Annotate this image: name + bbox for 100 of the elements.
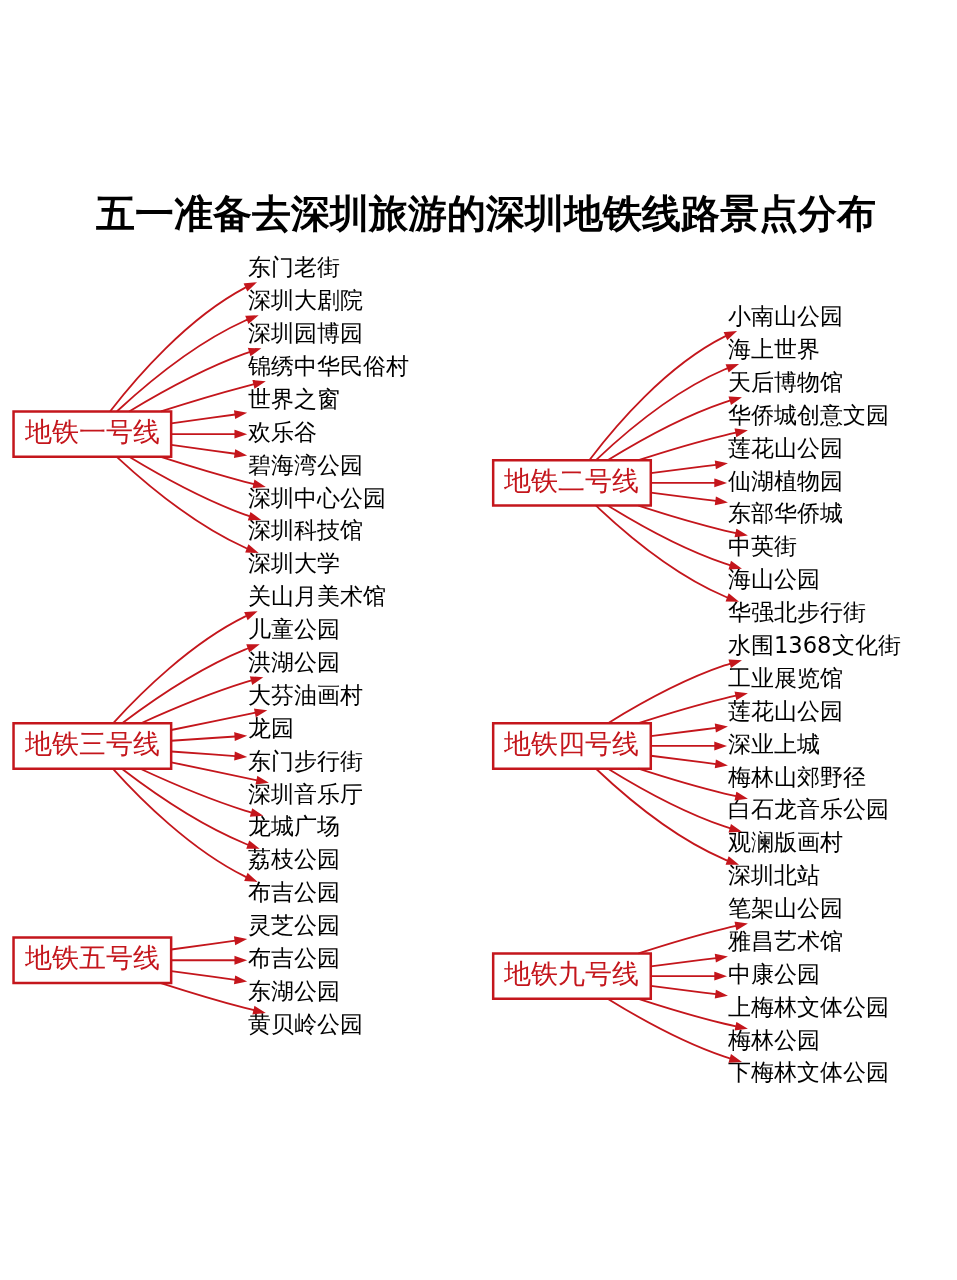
node-text: 水围1368文化街 xyxy=(727,631,901,658)
arrow xyxy=(159,981,266,1014)
arrow xyxy=(594,504,739,602)
node-text: 东部华侨城 xyxy=(727,499,843,526)
node-text: 下梅林文体公园 xyxy=(727,1058,889,1085)
arrow xyxy=(649,953,728,967)
node-text: 锦绣中华民俗村 xyxy=(247,352,409,379)
node-text: 华强北步行街 xyxy=(727,598,866,625)
node-box: 地铁四号线 xyxy=(491,721,652,770)
arrow xyxy=(169,707,267,731)
node-text: 布吉公园 xyxy=(247,878,340,905)
node-text: 欢乐谷 xyxy=(247,418,317,445)
arrow xyxy=(637,427,748,461)
node-text: 天后博物馆 xyxy=(727,368,843,395)
arrow xyxy=(637,921,748,954)
arrow xyxy=(139,675,263,724)
arrow xyxy=(637,767,748,800)
node-text: 笔架山公园 xyxy=(727,894,843,921)
node-text: 小南山公园 xyxy=(727,302,843,329)
arrow xyxy=(637,504,748,537)
node-box: 地铁五号线 xyxy=(11,935,172,984)
node-text: 灵芝公园 xyxy=(247,911,340,938)
arrow xyxy=(127,455,261,520)
arrow xyxy=(169,429,247,439)
node-text: 深圳音乐厅 xyxy=(247,780,363,807)
node-box: 地铁二号线 xyxy=(491,458,652,507)
node-text: 海山公园 xyxy=(727,565,820,592)
arrow xyxy=(649,984,728,999)
arrow xyxy=(594,767,739,865)
node-text: 关山月美术馆 xyxy=(247,582,386,609)
diagram-title: 五一准备去深圳旅游的深圳地铁线路景点分布 xyxy=(95,190,876,236)
node-text: 深圳园博园 xyxy=(247,319,363,346)
arrow xyxy=(121,643,260,724)
arrow xyxy=(169,409,247,424)
arrow xyxy=(169,955,247,965)
arrow xyxy=(649,477,727,487)
arrow xyxy=(138,767,263,817)
arrow xyxy=(606,395,742,461)
arrow xyxy=(127,347,261,412)
node-box: 地铁三号线 xyxy=(11,721,172,770)
node-text: 深圳大剧院 xyxy=(247,286,363,313)
node-text: 仙湖植物园 xyxy=(727,467,843,494)
arrow xyxy=(588,330,737,461)
arrow xyxy=(120,767,260,849)
arrow xyxy=(606,767,742,832)
node-text: 莲花山公园 xyxy=(727,434,843,461)
node-text: 大芬油画村 xyxy=(247,681,363,708)
node-text: 上梅林文体公园 xyxy=(727,993,889,1020)
node-text: 深圳大学 xyxy=(247,549,340,576)
arrow xyxy=(637,997,748,1031)
node-text: 中英街 xyxy=(727,532,797,559)
arrow xyxy=(169,935,247,950)
arrow xyxy=(108,281,257,412)
node-text: 梅林山郊野径 xyxy=(727,763,866,789)
arrow xyxy=(649,971,727,981)
arrow xyxy=(606,658,742,724)
node-text: 莲花山公园 xyxy=(727,697,843,724)
arrow xyxy=(649,460,728,474)
arrow xyxy=(606,504,742,569)
node-text: 工业展览馆 xyxy=(727,664,843,691)
node-text: 观澜版画村 xyxy=(727,828,843,855)
node-text: 海上世界 xyxy=(727,335,820,362)
node-text: 深圳中心公园 xyxy=(247,484,386,511)
node-text: 龙城广场 xyxy=(247,812,340,839)
arrow xyxy=(159,379,266,412)
node-text: 华侨城创意文园 xyxy=(727,401,889,428)
arrow xyxy=(169,750,247,760)
node-text: 洪湖公园 xyxy=(247,648,340,675)
node-text: 荔枝公园 xyxy=(247,845,340,872)
node-box: 地铁九号线 xyxy=(491,951,652,1000)
node-box: 地铁一号线 xyxy=(11,409,172,458)
arrow xyxy=(594,363,739,461)
arrow xyxy=(115,455,259,553)
node-text: 世界之窗 xyxy=(247,385,340,412)
arrow xyxy=(169,969,247,984)
arrow xyxy=(169,760,269,785)
node-text: 白石龙音乐公园 xyxy=(727,795,889,822)
node-text: 布吉公园 xyxy=(247,944,340,971)
arrow xyxy=(649,741,727,750)
arrow xyxy=(649,491,728,505)
arrow xyxy=(111,767,258,882)
arrow xyxy=(606,997,742,1063)
node-text: 深业上城 xyxy=(727,730,820,757)
node-text: 梅林公园 xyxy=(727,1026,820,1053)
node-text: 龙园 xyxy=(247,714,294,741)
node-text: 东门老街 xyxy=(247,253,340,280)
node-text: 东湖公园 xyxy=(247,977,340,1004)
arrow xyxy=(112,610,258,724)
arrow xyxy=(115,314,259,412)
node-text: 深圳科技馆 xyxy=(247,516,363,543)
node-text: 黄贝岭公园 xyxy=(247,1010,363,1037)
arrow xyxy=(159,455,266,488)
arrow xyxy=(649,754,728,768)
arrow xyxy=(169,443,247,458)
node-text: 雅昌艺术馆 xyxy=(727,927,843,954)
node-text: 深圳北站 xyxy=(727,861,820,888)
node-text: 中康公园 xyxy=(727,960,820,987)
node-text: 东门步行街 xyxy=(247,747,363,774)
arrow xyxy=(169,731,247,742)
node-text: 碧海湾公园 xyxy=(247,451,363,478)
